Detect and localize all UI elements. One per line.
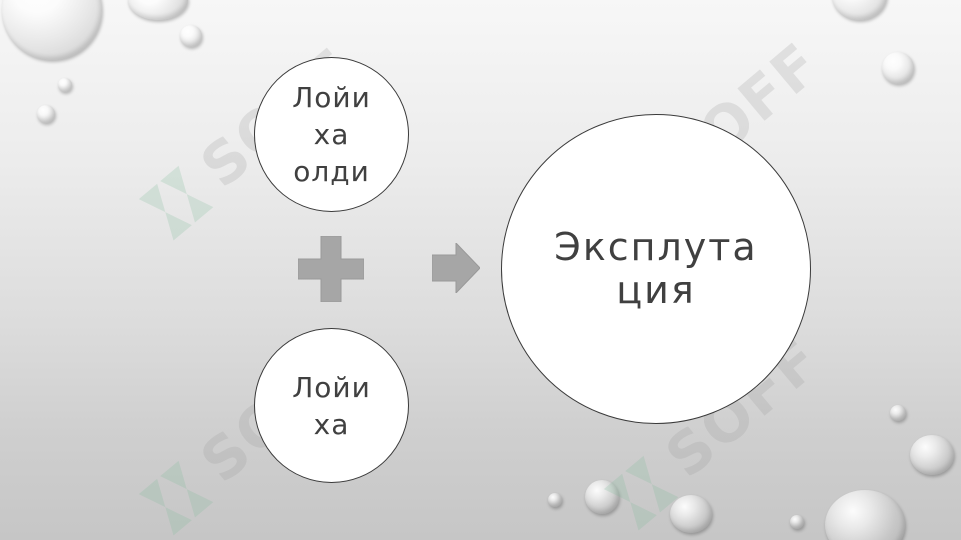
- water-drop: [670, 495, 712, 533]
- water-drop: [180, 25, 202, 47]
- plus-icon: [298, 236, 364, 302]
- result-circle: Эксплута ция: [501, 114, 811, 424]
- water-drop: [790, 515, 804, 529]
- watermark-logo-icon: [603, 455, 679, 531]
- water-drop: [2, 0, 102, 60]
- watermark: SOFF: [128, 33, 369, 251]
- operand-circle-top: Лойи ха олди: [254, 57, 409, 212]
- water-drop: [585, 480, 619, 514]
- water-drop: [128, 0, 188, 20]
- operand-bottom-label: Лойи ха: [292, 370, 371, 441]
- water-drop: [910, 435, 954, 475]
- result-label: Эксплута ция: [554, 225, 758, 312]
- watermark: SOFF: [128, 328, 369, 540]
- watermark-logo-icon: [138, 460, 214, 536]
- water-drop: [832, 0, 887, 20]
- water-drop: [882, 52, 914, 84]
- arrow-right-icon: [432, 243, 480, 293]
- water-drop: [37, 105, 55, 123]
- water-drop: [890, 405, 906, 421]
- operand-circle-bottom: Лойи ха: [254, 328, 409, 483]
- operand-top-label: Лойи ха олди: [292, 81, 371, 188]
- watermark: SOFF: [593, 323, 834, 540]
- water-drop: [548, 493, 562, 507]
- watermark-logo-icon: [138, 165, 214, 241]
- water-drop: [58, 78, 72, 92]
- water-drop: [825, 490, 905, 540]
